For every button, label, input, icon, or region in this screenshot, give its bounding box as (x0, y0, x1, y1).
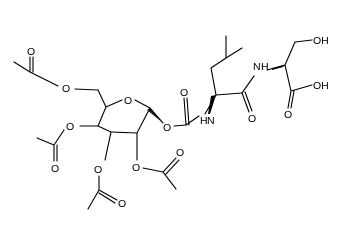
label-n-carbamate: N (207, 115, 215, 127)
structure-canvas: O O O O O O O O O O O H N O N H OH O OH (13, 35, 329, 210)
label-o-acetyl-c4-ether: O (66, 121, 74, 133)
bond-lines (13, 35, 313, 210)
label-h-amide: H (261, 61, 269, 73)
label-n-amide: N (253, 61, 261, 73)
label-o-acid-hydroxyl: OH (313, 80, 329, 92)
label-o-carbamate-glycosidic: O (163, 122, 171, 134)
label-o-serine-hydroxyl: OH (313, 35, 329, 47)
label-o-acetyl-c4-carbonyl: O (51, 163, 59, 175)
label-o-acetyl-c6-carbonyl: O (27, 46, 35, 58)
label-o-amide: O (248, 113, 256, 125)
label-o-carbamate-carbonyl: O (180, 87, 188, 99)
molecule-drawing: O O O O O O O O O O O H N O N H OH O OH (13, 35, 329, 210)
label-o-acetyl-c3-ether: O (94, 164, 102, 176)
label-o-acid-carbonyl: O (284, 109, 292, 121)
label-o-acetyl-c2-carbonyl: O (176, 147, 184, 159)
label-o-acetyl-c2-ether: O (132, 162, 140, 174)
label-o-acetyl-c3-carbonyl: O (118, 198, 126, 210)
label-h-carbamate: H (200, 115, 208, 127)
label-o-ring: O (124, 95, 132, 107)
label-o-acetyl-c6-ether: O (62, 83, 70, 95)
atom-labels: O O O O O O O O O O O H N O N H OH O OH (27, 35, 329, 210)
stereo-bond-wedges (97, 65, 285, 123)
